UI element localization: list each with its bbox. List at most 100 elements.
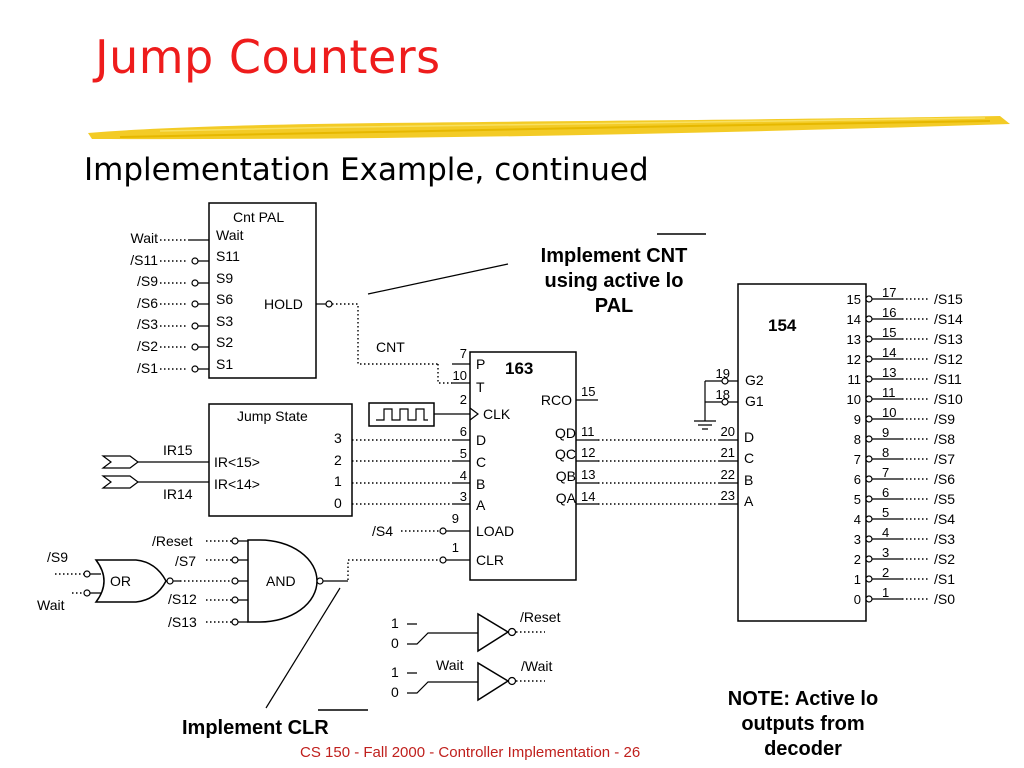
decoder-output-signal: /S10: [934, 391, 963, 407]
decoder-output-signal: /S9: [934, 411, 955, 427]
decoder-output-signal: /S15: [934, 291, 963, 307]
counter-pinnum-2: 2: [460, 392, 467, 407]
decoder-output-bubble: [865, 375, 873, 383]
jump-state-out-3: 3: [334, 430, 342, 446]
decoder-output-pin: 7: [882, 465, 889, 480]
decoder-output-signal: /S0: [934, 591, 955, 607]
decoder-output-pin: 10: [882, 405, 896, 420]
decoder-output-signal: /S1: [934, 571, 955, 587]
and-gate: AND /Reset /S7 /S12 /S13: [152, 533, 348, 630]
cnt-callout-line2: using active lo: [545, 270, 684, 292]
decoder-output-signal: /S4: [934, 511, 955, 527]
cnt-pal-in-s2: S2: [216, 334, 233, 350]
counter-pinnum-6: 6: [460, 424, 467, 439]
decoder-output-signal: /S2: [934, 551, 955, 567]
counter-pin-clr: CLR: [476, 552, 504, 568]
decoder-output-index: 14: [847, 312, 861, 327]
counter-pin-b: B: [476, 476, 485, 492]
inv2-output: /Wait: [521, 658, 552, 674]
counter-pin-t: T: [476, 379, 485, 395]
counter-163: 163 P T CLK D C B A LOAD CLR 7 10 2 6 5 …: [347, 346, 598, 581]
counter-pin-qb: QB: [556, 468, 576, 484]
decoder-pinnum-22: 22: [721, 467, 735, 482]
signal-s3: /S3: [137, 316, 158, 332]
decoder-pinnum-21: 21: [721, 445, 735, 460]
decoder-output-signal: /S8: [934, 431, 955, 447]
decoder-pin-c: C: [744, 450, 754, 466]
decoder-output-index: 3: [854, 532, 861, 547]
decoder-output-pin: 17: [882, 285, 896, 300]
slide-subtitle: Implementation Example, continued: [84, 152, 649, 188]
counter-pinnum-3: 3: [460, 489, 467, 504]
decoder-output-pin: 8: [882, 445, 889, 460]
inv1-lo: 0: [391, 635, 399, 651]
decoder-output-index: 7: [854, 452, 861, 467]
note-line2: outputs from: [741, 713, 864, 735]
decoder-output-pin: 5: [882, 505, 889, 520]
decoder-output-index: 6: [854, 472, 861, 487]
decoder-154-name: 154: [768, 316, 797, 335]
load-signal: /S4: [372, 523, 393, 539]
decoder-output-signal: /S7: [934, 451, 955, 467]
decoder-output-pin: 6: [882, 485, 889, 500]
clr-callout-text: Implement CLR: [182, 717, 329, 739]
decoder-output-index: 9: [854, 412, 861, 427]
note-callout: NOTE: Active lo outputs from decoder: [728, 688, 878, 760]
decoder-output-pin: 11: [882, 385, 896, 400]
counter-pinnum-10: 10: [453, 368, 467, 383]
decoder-output-row: 9 10/S9: [854, 405, 955, 427]
decoder-output-bubble: [865, 295, 873, 303]
counter-pin-clk: CLK: [483, 406, 511, 422]
note-line3: decoder: [764, 738, 842, 760]
decoder-pinnum-20: 20: [721, 424, 735, 439]
counter-pinnum-1: 1: [452, 540, 459, 555]
decoder-output-signal: /S13: [934, 331, 963, 347]
decoder-output-index: 2: [854, 552, 861, 567]
decoder-output-index: 13: [847, 332, 861, 347]
slide-footer: CS 150 - Fall 2000 - Controller Implemen…: [300, 744, 641, 761]
jump-state-title: Jump State: [237, 408, 308, 424]
inv2-lo: 0: [391, 684, 399, 700]
title-brush-stroke: [88, 116, 1010, 140]
decoder-output-bubble: [865, 515, 873, 523]
cnt-pal-in-s3: S3: [216, 313, 233, 329]
decoder-output-signal: /S5: [934, 491, 955, 507]
decoder-output-index: 8: [854, 432, 861, 447]
decoder-output-bubble: [865, 435, 873, 443]
signal-wait: Wait: [131, 230, 159, 246]
cnt-pal-in-s11: S11: [216, 248, 240, 264]
decoder-output-pin: 1: [882, 585, 889, 600]
decoder-output-bubble: [865, 535, 873, 543]
cnt-net: CNT: [316, 300, 470, 384]
inverter-wait: 1 0 Wait /Wait: [391, 657, 552, 702]
signal-ir14: IR14: [163, 486, 193, 502]
decoder-output-bubble: [865, 595, 873, 603]
and-input-reset: /Reset: [152, 533, 193, 549]
cnt-pal-title: Cnt PAL: [233, 209, 284, 225]
cnt-pal-out-hold: HOLD: [264, 296, 303, 312]
decoder-output-bubble: [865, 575, 873, 583]
jump-state-in-ir15: IR<15>: [214, 454, 260, 470]
decoder-output-bubble: [865, 315, 873, 323]
cnt-net-label: CNT: [376, 339, 405, 355]
decoder-pinnum-19: 19: [716, 366, 730, 381]
decoder-output-bubble: [865, 415, 873, 423]
counter-163-name: 163: [505, 359, 533, 378]
counter-pinnum-14: 14: [581, 489, 595, 504]
counter-pin-qa: QA: [556, 490, 577, 506]
decoder-output-signal: /S14: [934, 311, 963, 327]
jump-state: Jump State IR<15> IR<14> 3 2 1 0 IR15 IR…: [101, 403, 470, 517]
and-input-s12: /S12: [168, 591, 197, 607]
decoder-pin-g1: G1: [745, 393, 764, 409]
jump-state-out-1: 1: [334, 473, 342, 489]
